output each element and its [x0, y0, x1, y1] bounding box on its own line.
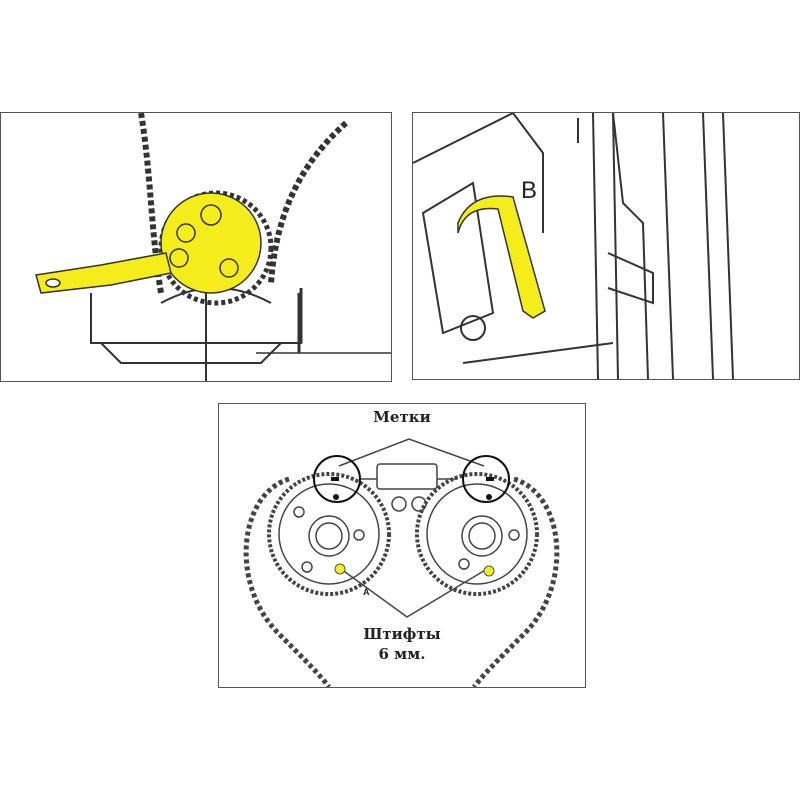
timing-gears-illustration	[243, 438, 560, 687]
panel-allen-key: B	[412, 112, 800, 380]
locking-tool	[35, 192, 262, 294]
pin-left	[334, 563, 346, 575]
pins-label-line2: 6 мм.	[378, 645, 426, 663]
allen-key-illustration	[413, 113, 734, 379]
label-a: A	[363, 587, 370, 597]
pins-label-line1: Штифты	[363, 625, 441, 643]
label-b: B	[521, 177, 538, 204]
pin-right	[483, 565, 495, 577]
panel-timing-marks: Метки A Штифты 6 мм.	[218, 403, 586, 688]
crank-sprocket-illustration	[35, 113, 391, 381]
pins-label: Штифты 6 мм.	[219, 624, 585, 664]
panel-crank-locking-tool	[0, 112, 392, 382]
marks-label: Метки	[373, 408, 431, 426]
allen-key	[457, 195, 546, 319]
